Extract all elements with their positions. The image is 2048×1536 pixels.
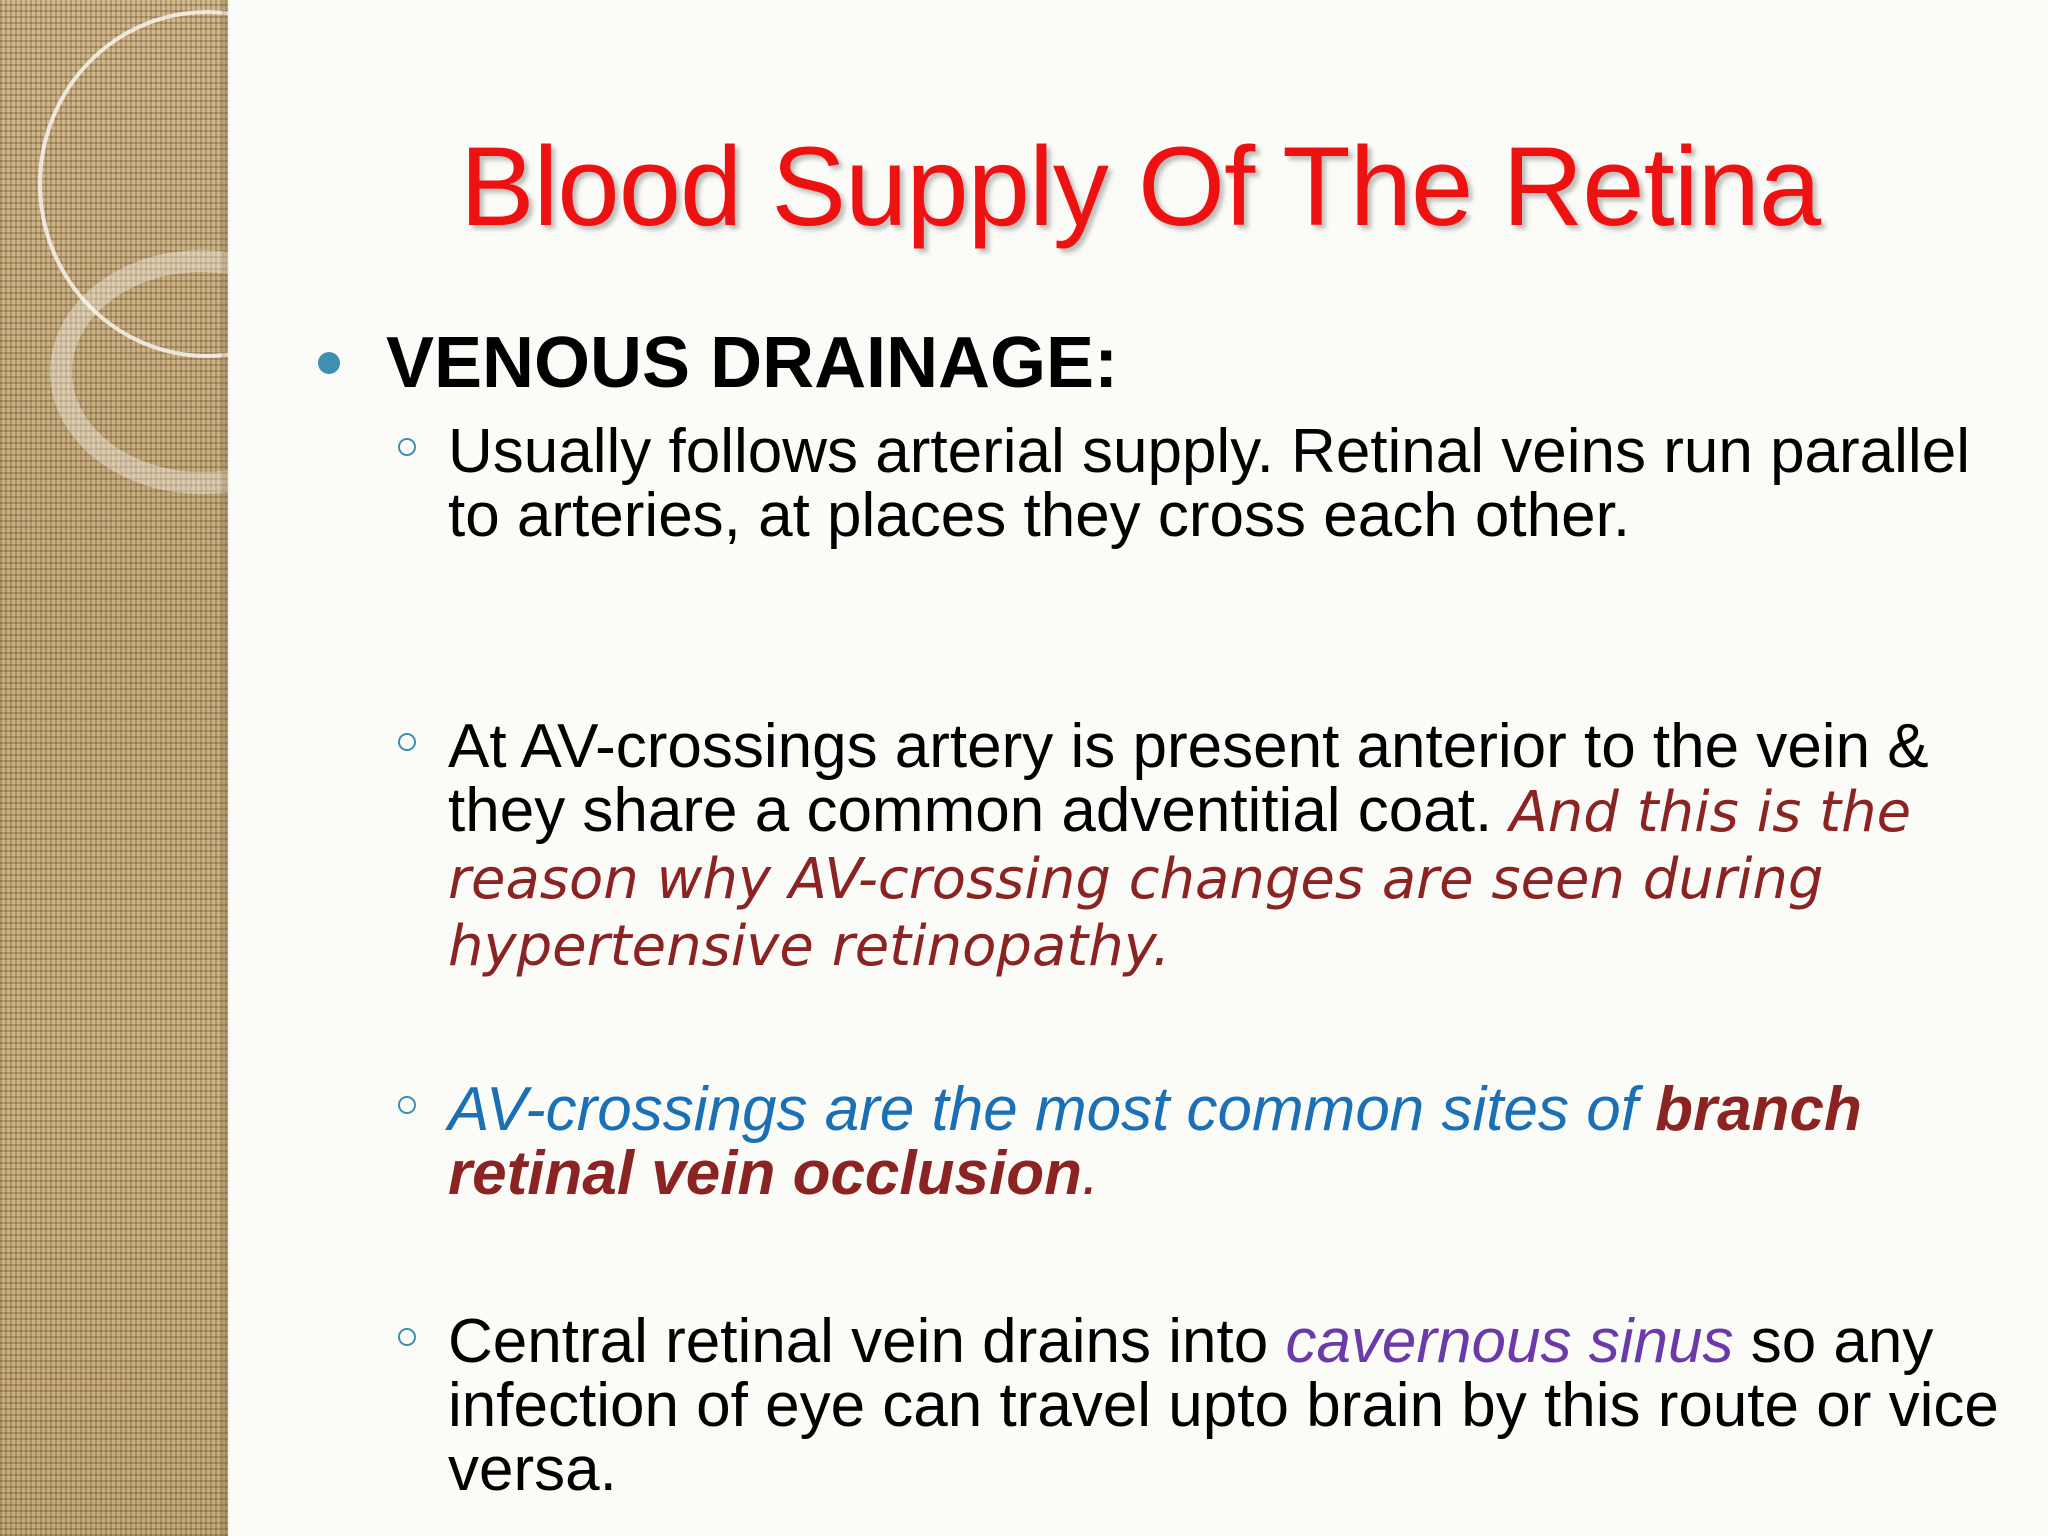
sub-point-2-main: At AV-crossings artery is present anteri… <box>448 712 1929 845</box>
burlap-texture-strip <box>0 0 228 1536</box>
sub-point-4-before: Central retinal vein drains into <box>448 1307 1269 1376</box>
heading-row: VENOUS DRAINAGE: <box>318 322 1118 404</box>
burlap-edge-shadow <box>222 0 230 1536</box>
bullet-dot-icon <box>318 352 340 374</box>
sub-point-4-after: so any infection of eye can travel upto … <box>448 1307 1999 1504</box>
section-heading: VENOUS DRAINAGE: <box>386 323 1119 403</box>
sub-point-1: Usually follows arterial supply. Retinal… <box>398 420 2018 548</box>
circle-bullet-icon <box>398 733 416 751</box>
circle-bullet-icon <box>398 1096 416 1114</box>
circle-bullet-icon <box>398 438 416 456</box>
circle-bullet-icon <box>398 1328 416 1346</box>
sub-point-2-text: At AV-crossings artery is present anteri… <box>448 715 2018 980</box>
sub-point-3-italic: AV-crossings are the most common sites o… <box>448 1075 1638 1144</box>
sub-point-4-text: Central retinal vein drains into caverno… <box>448 1310 2018 1502</box>
sub-point-3-tail: . <box>1081 1139 1100 1208</box>
sub-point-4-highlight: cavernous sinus <box>1285 1307 1734 1376</box>
sub-point-2-emphasis: And this is the reason why AV-crossing c… <box>448 780 1912 979</box>
sub-point-2: At AV-crossings artery is present anteri… <box>398 715 2018 980</box>
sub-point-3-text: AV-crossings are the most common sites o… <box>448 1078 2018 1206</box>
sub-point-4: Central retinal vein drains into caverno… <box>398 1310 2018 1502</box>
sub-point-1-text: Usually follows arterial supply. Retinal… <box>448 417 1970 550</box>
sub-point-3-bold: branch retinal vein occlusion <box>448 1075 1862 1208</box>
sub-point-3: AV-crossings are the most common sites o… <box>398 1078 2018 1206</box>
slide-title: Blood Supply Of The Retina <box>459 124 1821 249</box>
